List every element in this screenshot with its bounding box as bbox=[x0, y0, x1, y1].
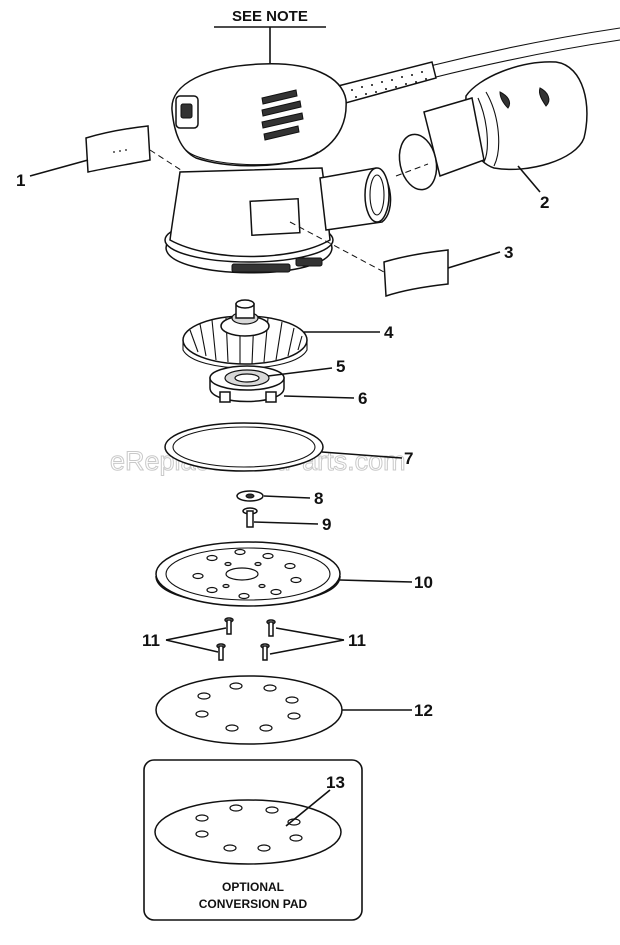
see-note-label: SEE NOTE bbox=[232, 8, 308, 25]
callout-3: 3 bbox=[504, 243, 513, 262]
callout-1: 1 bbox=[16, 171, 25, 190]
power-cord bbox=[337, 27, 620, 105]
callout-2: 2 bbox=[540, 193, 549, 212]
callout-5: 5 bbox=[336, 357, 345, 376]
part-7-ring bbox=[164, 422, 324, 472]
callout-6: 6 bbox=[358, 389, 367, 408]
part-5-6-bearing-housing bbox=[209, 365, 285, 403]
part-2-dust-bag bbox=[395, 61, 588, 191]
sander-housing bbox=[164, 63, 392, 274]
leader-lines bbox=[29, 159, 541, 827]
part-12-sanding-disc bbox=[155, 675, 343, 745]
optional-conversion-pad-box: OPTIONAL CONVERSION PAD bbox=[143, 759, 363, 921]
callout-11-right: 11 bbox=[348, 631, 366, 650]
part-4-fan bbox=[182, 299, 308, 369]
callout-10: 10 bbox=[414, 573, 433, 592]
part-8-washer bbox=[236, 490, 264, 502]
callout-11-left: 11 bbox=[142, 631, 160, 650]
callout-7: 7 bbox=[404, 449, 413, 468]
callout-13: 13 bbox=[326, 773, 345, 792]
part-10-backing-pad bbox=[155, 541, 341, 607]
callout-4: 4 bbox=[384, 323, 394, 342]
callouts: 1 2 3 4 5 6 7 8 9 10 11 11 12 13 bbox=[16, 171, 549, 792]
part-9-screw bbox=[242, 507, 258, 528]
callout-9: 9 bbox=[322, 515, 331, 534]
part-11-screws bbox=[216, 617, 276, 661]
callout-12: 12 bbox=[414, 701, 433, 720]
callout-8: 8 bbox=[314, 489, 323, 508]
optional-text: OPTIONAL bbox=[222, 880, 284, 894]
part-3-label-sticker bbox=[289, 221, 449, 298]
conversion-pad-text: CONVERSION PAD bbox=[199, 897, 308, 911]
part-1-label-sticker bbox=[85, 125, 185, 173]
